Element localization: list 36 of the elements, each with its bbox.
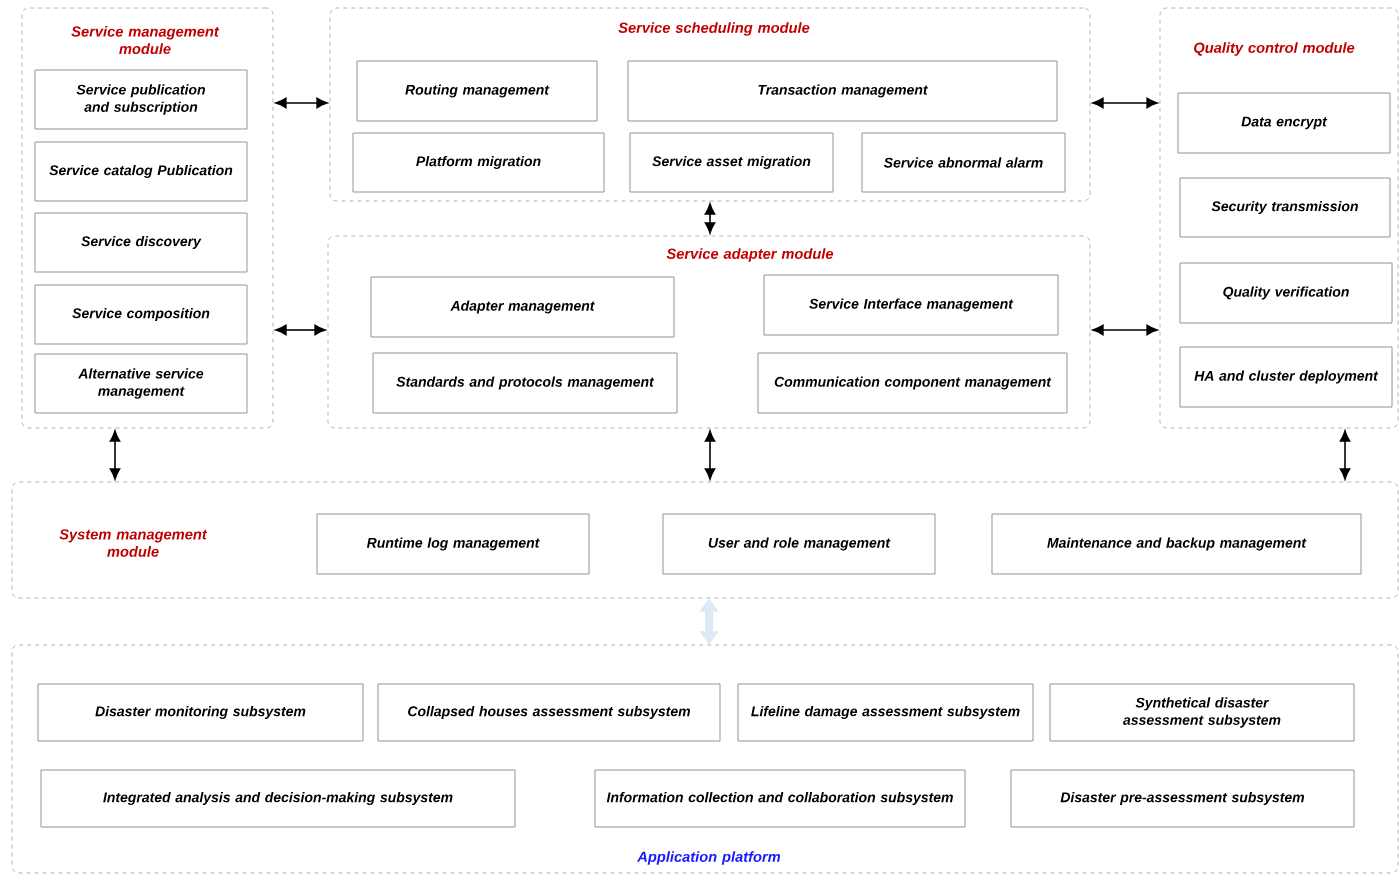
module-box: Alternative service management [34, 353, 248, 414]
module-box: Service discovery [34, 212, 248, 273]
double-arrow [275, 324, 326, 336]
double-arrow [704, 203, 716, 234]
module-box: Service asset migration [629, 132, 834, 193]
module-box: Synthetical disaster assessment subsystem [1049, 683, 1355, 742]
double-arrow [1339, 430, 1351, 480]
module-box: Service abnormal alarm [861, 132, 1066, 193]
module-box: Service catalog Publication [34, 141, 248, 202]
module-box: Integrated analysis and decision-making subsystem [40, 769, 516, 828]
module-box: Service Interface management [763, 274, 1059, 336]
module-box: Service publication and subscription [34, 69, 248, 130]
module-box: Security transmission [1179, 177, 1391, 238]
module-box: Adapter management [370, 276, 675, 338]
double-arrow [1092, 324, 1158, 336]
module-box: HA and cluster deployment [1179, 346, 1393, 408]
module-box: Service composition [34, 284, 248, 345]
double-arrow [704, 430, 716, 480]
module-box: Communication component management [757, 352, 1068, 414]
module-box: Platform migration [352, 132, 605, 193]
module-box: User and role management [662, 513, 936, 575]
module-box: Maintenance and backup management [991, 513, 1362, 575]
module-box: Data encrypt [1177, 92, 1391, 154]
module-box: Standards and protocols management [372, 352, 678, 414]
module-box: Lifeline damage assessment subsystem [737, 683, 1034, 742]
module-box: Collapsed houses assessment subsystem [377, 683, 721, 742]
module-box: Quality verification [1179, 262, 1393, 324]
module-box: Runtime log management [316, 513, 590, 575]
module-box: Routing management [356, 60, 598, 122]
double-arrow [1092, 97, 1158, 109]
module-box: Transaction management [627, 60, 1058, 122]
module-box: Disaster pre-assessment subsystem [1010, 769, 1355, 828]
double-arrow [275, 97, 328, 109]
module-box: Disaster monitoring subsystem [37, 683, 364, 742]
module-box: Information collection and collaboration subsystem [594, 769, 966, 828]
double-arrow [109, 430, 121, 480]
